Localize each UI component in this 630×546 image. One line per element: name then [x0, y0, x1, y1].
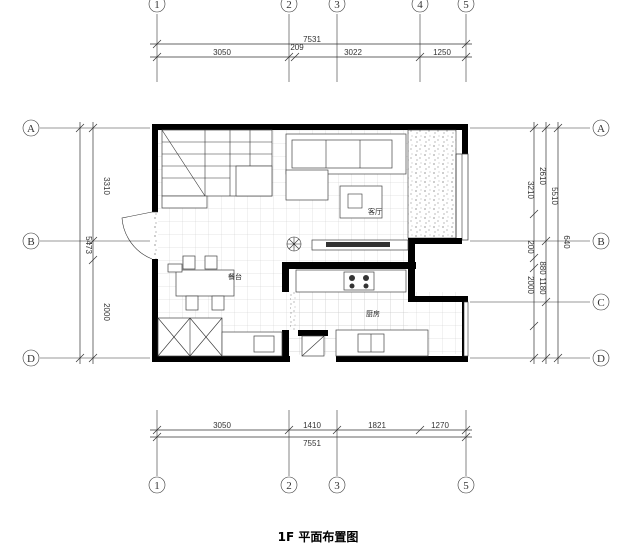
axis-label: 2	[286, 480, 292, 492]
axis-bubble-d	[22, 349, 40, 367]
axis-bubble-a-right	[592, 119, 610, 137]
axis-label: 5	[463, 480, 469, 492]
dim-right-segment: 5510	[550, 187, 559, 205]
kitchen-label: 厨房	[366, 309, 380, 318]
axis-label: A	[597, 123, 605, 135]
wall-niche-bottom	[408, 296, 468, 302]
axis-label: D	[597, 353, 605, 365]
kitchen: 厨房	[289, 269, 469, 357]
wall-top	[152, 124, 468, 130]
axis-label: B	[27, 236, 34, 248]
dim-right-segment: 1180	[538, 277, 547, 295]
axis-label: C	[597, 297, 604, 309]
kitchen-window	[463, 301, 469, 357]
axis-bubble-b-right	[592, 232, 610, 250]
axis-label: 3	[334, 480, 340, 492]
dim-right-total: 640	[562, 235, 571, 249]
axis-bubble-d-right	[592, 349, 610, 367]
drawing-title: 1F 平面布置图	[278, 529, 359, 544]
dim-top-segment: 1250	[433, 48, 451, 57]
axis-bubble-c-right	[592, 293, 610, 311]
dim-top-total: 7531	[303, 35, 321, 44]
axis-label: 4	[417, 0, 423, 11]
axis-bubble-4	[411, 0, 429, 13]
axis-bubble-2	[280, 0, 298, 13]
dim-top-segment: 3050	[213, 48, 231, 57]
stove-icon	[343, 271, 375, 291]
floor-plan: 客厅 餐台	[121, 124, 469, 362]
wall-stair-niche	[408, 238, 415, 302]
dining-table: 餐台	[167, 255, 242, 311]
dim-left-segment: 3310	[102, 177, 111, 195]
axis-label: 3	[334, 0, 340, 11]
axis-bubble-a	[22, 119, 40, 137]
balcony-planter	[407, 129, 457, 239]
left-dimension-group: A B D 3310 5473 2000	[22, 119, 150, 367]
wall-bottom-right	[336, 356, 468, 362]
dim-left-segment: 2000	[102, 303, 111, 321]
plant-icon	[286, 236, 302, 252]
wall-right-top	[462, 124, 468, 154]
dim-bottom-segment: 1410	[303, 421, 321, 430]
dim-right-segment: 2610	[538, 167, 547, 185]
axis-label: D	[27, 353, 35, 365]
sink-icon	[253, 335, 275, 353]
axis-label: 1	[154, 480, 160, 492]
bottom-dimension-group: 1 2 3 5 3050 1410 1821 1270 7551	[148, 410, 475, 494]
axis-bubble-5	[457, 0, 475, 13]
dim-left-total: 5473	[84, 236, 93, 254]
coffee-table	[339, 185, 383, 219]
top-dimension-group: 1 2 3 4 5 7531 3050 209 3022 1250	[148, 0, 475, 82]
axis-bubble-2-bottom	[280, 476, 298, 494]
axis-bubble-1-bottom	[148, 476, 166, 494]
axis-bubble-5-bottom	[457, 476, 475, 494]
axis-label: B	[597, 236, 604, 248]
sofa	[285, 133, 407, 201]
axis-bubble-1	[148, 0, 166, 13]
wall-bottom-left	[152, 356, 290, 362]
dim-right-segment: 2000	[526, 276, 535, 294]
storage-cabinet	[157, 317, 223, 357]
wall-left-lower	[152, 259, 158, 362]
dim-bottom-total: 7551	[303, 439, 321, 448]
dim-top-segment: 3022	[344, 48, 362, 57]
dim-right-segment: 3210	[526, 181, 535, 199]
wall-kitchen-left	[282, 262, 289, 292]
staircase	[161, 129, 273, 209]
axis-label: 5	[463, 0, 469, 11]
right-dimension-group: A B C D 2610 3210 5510 640 200 880 2000 …	[470, 119, 610, 367]
dim-bottom-segment: 1270	[431, 421, 449, 430]
dim-right-segment: 880	[538, 261, 547, 275]
axis-label: 1	[154, 0, 160, 11]
axis-label: 2	[286, 0, 292, 11]
dim-right-segment: 200	[526, 240, 535, 254]
axis-bubble-3	[328, 0, 346, 13]
balcony-sill	[414, 238, 462, 244]
dining-room-label: 餐台	[228, 272, 242, 281]
wall-kitchen-top	[282, 262, 416, 269]
entrance-door	[121, 211, 158, 260]
dim-top-segment: 209	[290, 43, 304, 52]
wall-left-upper	[152, 124, 158, 212]
axis-label: A	[27, 123, 35, 135]
tv	[326, 242, 390, 247]
coffee-table-decor	[347, 193, 363, 209]
dim-bottom-segment: 3050	[213, 421, 231, 430]
kitchen-bottom-partition	[298, 330, 328, 336]
living-room-label: 客厅	[368, 207, 382, 216]
axis-bubble-3-bottom	[328, 476, 346, 494]
dim-bottom-segment: 1821	[368, 421, 386, 430]
kitchen-wall-finish	[290, 292, 298, 330]
axis-bubble-b	[22, 232, 40, 250]
wall-bottom-mid	[282, 330, 289, 362]
